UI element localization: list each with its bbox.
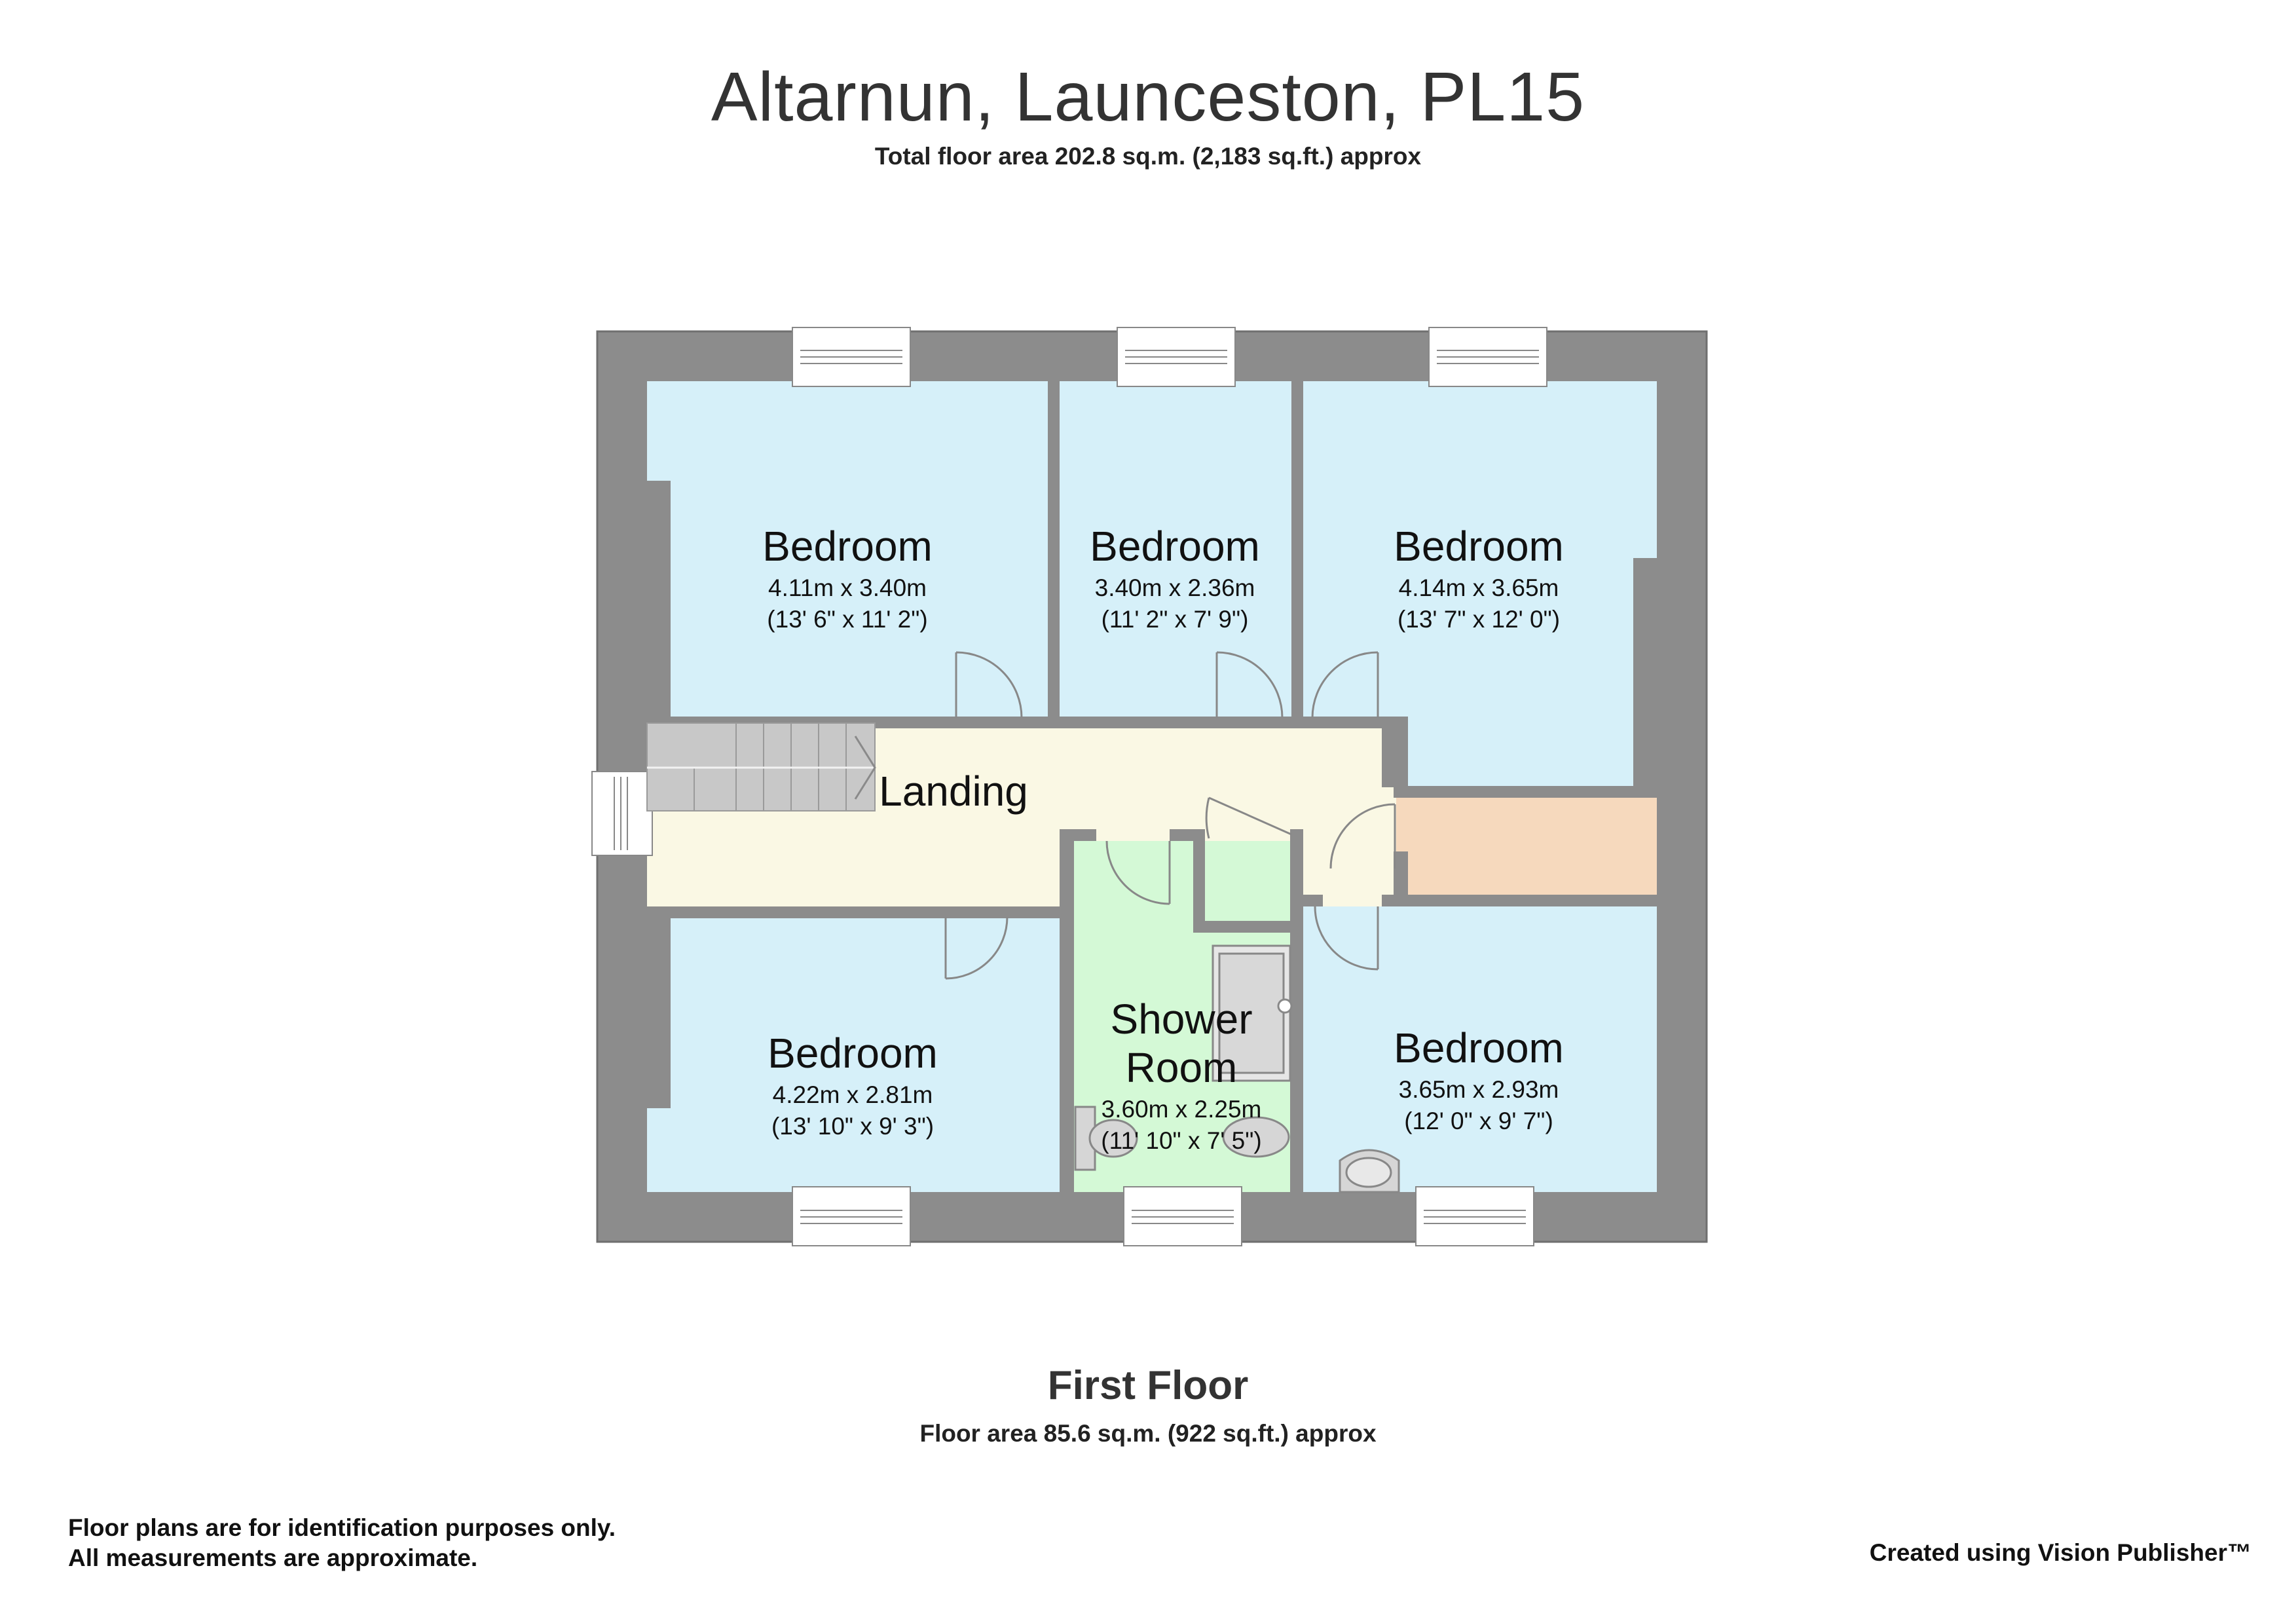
bedroom-right-area-extension bbox=[1395, 381, 1657, 787]
shower-room-metric: 3.60m x 2.25m bbox=[1102, 1096, 1262, 1123]
total-floor-area: Total floor area 202.8 sq.m. (2,183 sq.f… bbox=[874, 143, 1422, 170]
toilet-shower-room bbox=[1074, 1106, 1138, 1171]
landing-name: Landing bbox=[879, 768, 1028, 815]
shower-tray bbox=[1212, 944, 1293, 1082]
wall-top-landing-3 bbox=[1287, 717, 1306, 728]
landing-hall-area bbox=[1305, 728, 1396, 905]
credit: Created using Vision Publisher™ bbox=[1869, 1539, 2251, 1566]
bedroom-top-middle-name: Bedroom bbox=[1090, 523, 1260, 570]
bedroom-bottom-right-name: Bedroom bbox=[1394, 1024, 1564, 1072]
bedroom-top-left-area bbox=[647, 381, 1048, 717]
window-top-left bbox=[792, 327, 911, 387]
window-bottom-middle bbox=[1123, 1186, 1242, 1246]
wall-shower-right bbox=[1290, 829, 1303, 1192]
wall-shower-top-1 bbox=[1060, 829, 1096, 841]
bedroom-top-right-imperial: (13' 7" x 12' 0") bbox=[1398, 606, 1560, 633]
wall-cupboard-mid-bottom bbox=[1193, 921, 1290, 933]
bedroom-top-left-name: Bedroom bbox=[762, 523, 933, 570]
bedroom-bottom-left-imperial: (13' 10" x 9' 3") bbox=[771, 1113, 934, 1140]
basin-bedroom-bottom-right bbox=[1339, 1149, 1400, 1193]
basin-shower-room bbox=[1222, 1116, 1290, 1158]
floor-name: First Floor bbox=[1047, 1363, 1249, 1408]
bedroom-bottom-left-area bbox=[647, 918, 1060, 1192]
wall-landing-bottom-1 bbox=[647, 906, 943, 918]
bedroom-bottom-right-area bbox=[1303, 906, 1657, 1192]
bedroom-bottom-right-metric: 3.65m x 2.93m bbox=[1399, 1076, 1559, 1103]
disclaimer: Floor plans are for identification purpo… bbox=[68, 1513, 616, 1573]
bedroom-top-middle-metric: 3.40m x 2.36m bbox=[1095, 574, 1255, 601]
wall-top-landing-2 bbox=[1029, 717, 1213, 728]
disclaimer-line-2: All measurements are approximate. bbox=[68, 1544, 478, 1571]
wall-cupboard-bottom bbox=[1394, 895, 1657, 906]
window-top-right bbox=[1428, 327, 1547, 387]
wall-right-landing bbox=[1394, 717, 1408, 798]
window-left-side bbox=[591, 771, 653, 856]
wall-bedroom-br-top-2 bbox=[1382, 895, 1395, 906]
wall-cupboard-mid-left bbox=[1193, 829, 1205, 933]
pillar-left-top bbox=[647, 481, 671, 717]
bedroom-bottom-right-imperial: (12' 0" x 9' 7") bbox=[1404, 1108, 1553, 1134]
bedroom-top-middle-area bbox=[1060, 381, 1291, 717]
wall-bedroom-br-top-1 bbox=[1303, 895, 1323, 906]
wall-cupboard-top bbox=[1394, 786, 1657, 798]
stairs bbox=[646, 722, 876, 811]
shower-room-name-line2: Room bbox=[1126, 1044, 1238, 1091]
bedroom-top-right-name: Bedroom bbox=[1394, 523, 1564, 570]
wall-top-right-jog bbox=[1382, 717, 1395, 787]
wall-tm-tr bbox=[1291, 381, 1303, 717]
pillar-left-bottom bbox=[647, 918, 671, 1108]
floor-area: Floor area 85.6 sq.m. (922 sq.ft.) appro… bbox=[919, 1420, 1377, 1447]
shower-room-imperial: (11' 10" x 7' 5") bbox=[1101, 1127, 1261, 1154]
bedroom-top-left-metric: 4.11m x 3.40m bbox=[768, 574, 927, 601]
bedroom-top-middle-imperial: (11' 2" x 7' 9") bbox=[1102, 606, 1249, 633]
bedroom-top-left-imperial: (13' 6" x 11' 2") bbox=[767, 606, 927, 633]
window-bottom-left bbox=[792, 1186, 911, 1246]
cupboard-right-area bbox=[1396, 798, 1657, 895]
wall-left-cupboard bbox=[1394, 851, 1408, 906]
wall-tl-tm bbox=[1048, 381, 1060, 717]
shower-room-name-line1: Shower bbox=[1111, 996, 1253, 1043]
pillar-right-top bbox=[1633, 558, 1657, 786]
bedroom-bottom-left-metric: 4.22m x 2.81m bbox=[773, 1081, 933, 1108]
bedroom-bottom-left-name: Bedroom bbox=[768, 1030, 938, 1077]
door-swings bbox=[944, 651, 1396, 980]
disclaimer-line-1: Floor plans are for identification purpo… bbox=[68, 1514, 616, 1541]
wall-shower-left bbox=[1060, 829, 1074, 1192]
wall-landing-bottom-2 bbox=[1016, 906, 1064, 918]
landing-area-lower bbox=[647, 806, 1064, 906]
window-top-middle bbox=[1117, 327, 1236, 387]
bedroom-top-right-metric: 4.14m x 3.65m bbox=[1399, 574, 1559, 601]
plan-title: Altarnun, Launceston, PL15 bbox=[711, 58, 1585, 136]
window-bottom-right bbox=[1415, 1186, 1534, 1246]
